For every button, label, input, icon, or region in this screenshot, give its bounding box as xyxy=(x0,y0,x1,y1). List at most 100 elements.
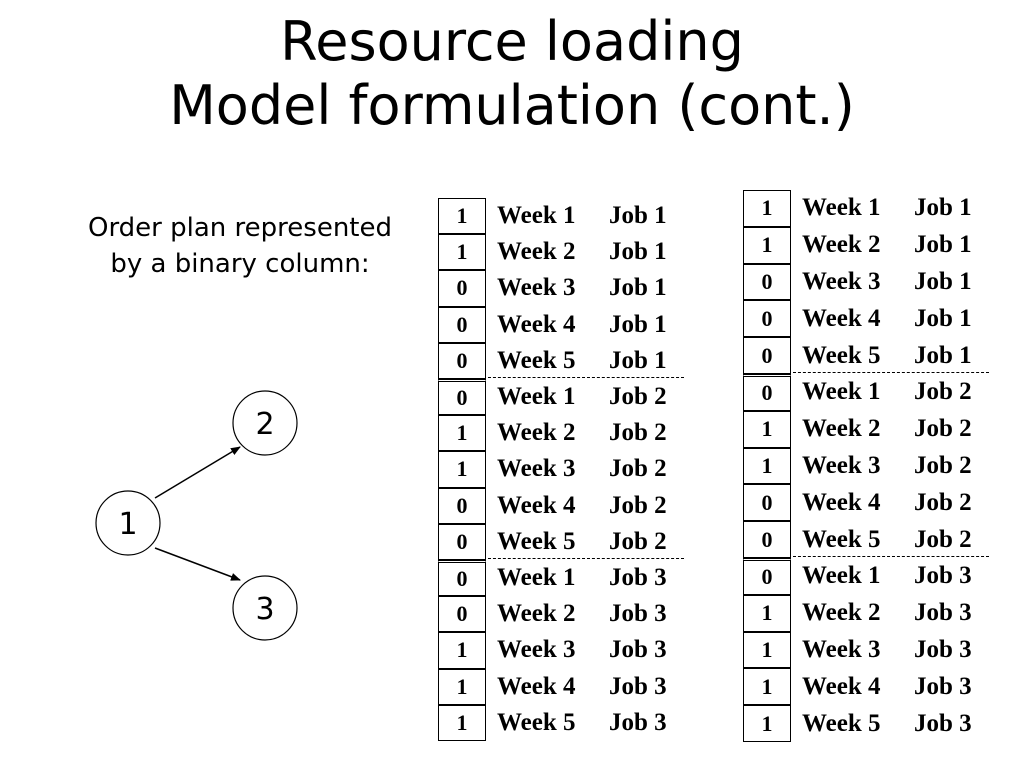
slide-title: Resource loading Model formulation (cont… xyxy=(0,10,1024,138)
week-label: Week 3 xyxy=(802,451,881,479)
week-label: Week 2 xyxy=(497,600,576,628)
job-group-separator xyxy=(488,558,684,559)
binary-cell: 0 xyxy=(438,379,486,416)
binary-cell: 0 xyxy=(743,263,791,301)
job-label: Job 3 xyxy=(914,562,972,590)
week-label: Week 5 xyxy=(497,346,576,374)
binary-cell: 0 xyxy=(438,306,486,343)
week-label: Week 5 xyxy=(497,708,576,736)
job-label: Job 2 xyxy=(914,378,972,406)
job-label: Job 2 xyxy=(609,419,667,447)
plan-row: 1 Week 5 Job 3 xyxy=(438,704,698,741)
week-label: Week 5 xyxy=(802,525,881,553)
job-label: Job 1 xyxy=(914,341,972,369)
binary-cell: 0 xyxy=(743,374,791,411)
edge-1-3 xyxy=(154,547,241,581)
edge-1-2 xyxy=(154,446,241,499)
binary-cell: 1 xyxy=(743,705,791,742)
plan-row: 0 Week 4 Job 2 xyxy=(743,484,1003,522)
week-label: Week 5 xyxy=(802,341,881,369)
node-3: 3 xyxy=(232,575,298,641)
binary-cell: 1 xyxy=(438,451,486,488)
job-label: Job 1 xyxy=(609,274,667,302)
week-label: Week 1 xyxy=(497,383,576,411)
job-label: Job 1 xyxy=(609,202,667,230)
job-label: Job 3 xyxy=(609,600,667,628)
binary-cell: 0 xyxy=(743,484,791,522)
job-label: Job 3 xyxy=(609,564,667,592)
binary-cell: 1 xyxy=(438,415,486,452)
binary-cell: 0 xyxy=(438,560,486,597)
week-label: Week 4 xyxy=(802,488,881,516)
job-label: Job 3 xyxy=(609,672,667,700)
node-3-label: 3 xyxy=(255,592,274,627)
job-group-separator xyxy=(488,377,684,378)
job-label: Job 3 xyxy=(914,635,972,663)
binary-cell: 1 xyxy=(438,704,486,741)
week-label: Week 1 xyxy=(802,562,881,590)
job-label: Job 1 xyxy=(609,346,667,374)
week-label: Week 2 xyxy=(497,419,576,447)
job-label: Job 1 xyxy=(609,238,667,266)
week-label: Week 1 xyxy=(802,194,881,222)
binary-cell: 0 xyxy=(438,342,486,379)
caption-line-2: by a binary column: xyxy=(110,249,370,279)
plan-row: 0 Week 4 Job 1 xyxy=(743,300,1003,338)
title-line-1: Resource loading xyxy=(280,10,744,73)
binary-cell: 0 xyxy=(743,300,791,338)
binary-cell: 0 xyxy=(438,523,486,560)
week-label: Week 1 xyxy=(802,378,881,406)
node-1-label: 1 xyxy=(118,507,137,542)
job-label: Job 3 xyxy=(609,636,667,664)
binary-cell: 1 xyxy=(743,594,791,632)
week-label: Week 4 xyxy=(802,304,881,332)
job-label: Job 1 xyxy=(914,304,972,332)
plan-row: 1 Week 2 Job 2 xyxy=(438,415,698,452)
job-label: Job 2 xyxy=(914,415,972,443)
binary-cell: 1 xyxy=(743,668,791,706)
node-1: 1 xyxy=(95,490,161,556)
week-label: Week 1 xyxy=(497,202,576,230)
plan-row: 0 Week 2 Job 3 xyxy=(438,596,698,633)
binary-cell: 0 xyxy=(438,270,486,307)
caption: Order plan represented by a binary colum… xyxy=(55,210,425,282)
job-label: Job 3 xyxy=(609,708,667,736)
week-label: Week 4 xyxy=(497,491,576,519)
job-label: Job 1 xyxy=(914,267,972,295)
week-label: Week 3 xyxy=(497,636,576,664)
plan-row: 0 Week 5 Job 1 xyxy=(743,337,1003,374)
job-group-separator xyxy=(793,372,989,373)
job-label: Job 2 xyxy=(609,527,667,555)
binary-cell: 0 xyxy=(743,337,791,374)
plan-row: 0 Week 5 Job 1 xyxy=(438,342,698,379)
week-label: Week 5 xyxy=(497,527,576,555)
job-label: Job 2 xyxy=(914,488,972,516)
week-label: Week 3 xyxy=(802,635,881,663)
binary-cell: 0 xyxy=(743,558,791,595)
binary-cell: 0 xyxy=(438,596,486,633)
week-label: Week 4 xyxy=(802,672,881,700)
binary-cell: 1 xyxy=(743,410,791,448)
job-group-separator xyxy=(793,556,989,557)
node-2: 2 xyxy=(232,390,298,456)
binary-cell: 1 xyxy=(743,447,791,485)
binary-cell: 1 xyxy=(438,632,486,669)
